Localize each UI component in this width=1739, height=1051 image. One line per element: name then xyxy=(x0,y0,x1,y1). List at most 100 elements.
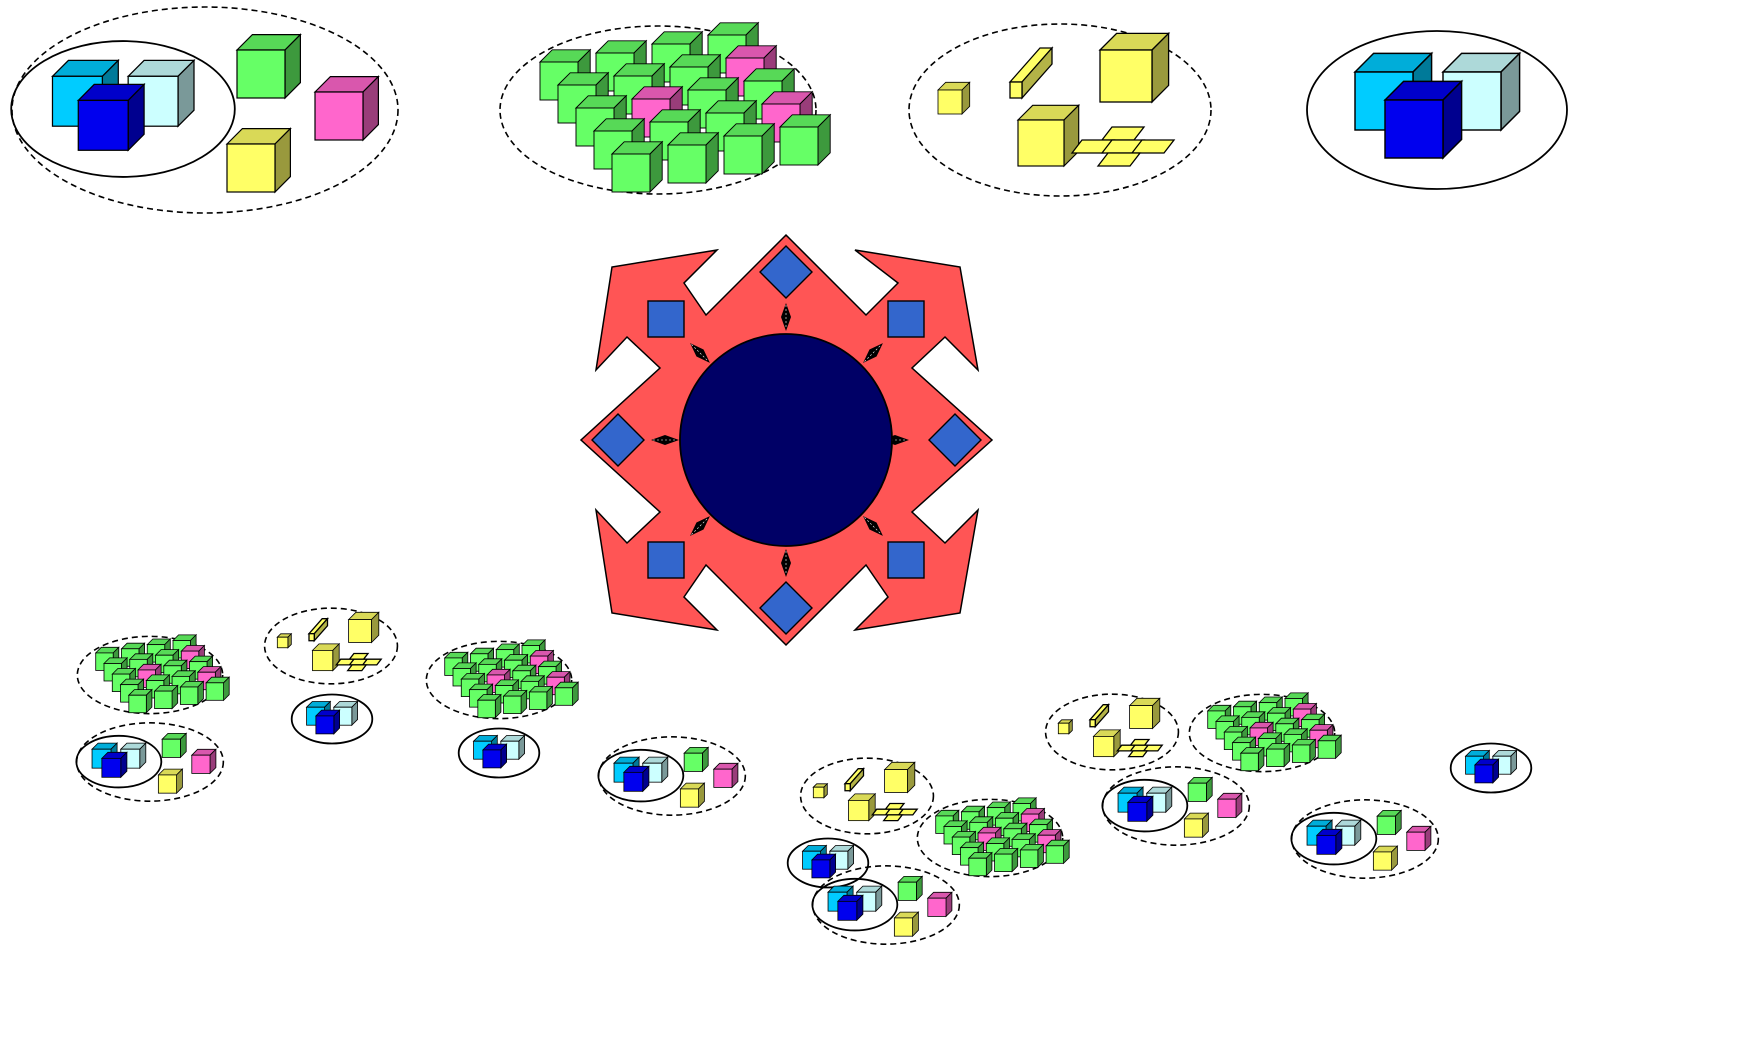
small-yellow-cube xyxy=(938,82,970,114)
tall-yellow-box xyxy=(1100,33,1169,102)
green-cube xyxy=(1267,744,1290,767)
cube-front-face xyxy=(316,716,334,734)
cube-front-face xyxy=(313,650,333,670)
green-cube xyxy=(504,691,527,714)
cube-front-face xyxy=(1046,846,1063,863)
flat-panel xyxy=(1129,751,1148,757)
blue-cube xyxy=(624,766,649,791)
yellow-cube xyxy=(1018,105,1079,166)
bar-front xyxy=(309,634,314,641)
cube-front-face xyxy=(812,860,830,878)
pink-cube xyxy=(315,77,378,140)
cube-front-face xyxy=(1317,835,1336,854)
cube-front-face xyxy=(898,882,916,900)
cube-front-face xyxy=(158,775,176,793)
cube-front-face xyxy=(227,144,275,192)
small-yellow-cube xyxy=(813,784,827,798)
cube-front-face xyxy=(780,127,818,165)
green-grid-cluster xyxy=(1189,693,1341,772)
yellow-shapes-cluster xyxy=(265,608,398,684)
flat-cross xyxy=(872,804,917,821)
cube-front-face xyxy=(684,753,702,771)
pink-cube xyxy=(1407,826,1431,850)
cube-front-face xyxy=(612,154,650,192)
tall-yellow-box xyxy=(349,612,379,642)
cube-front-face xyxy=(1094,736,1114,756)
green-cube xyxy=(724,124,774,174)
flat-cross xyxy=(1117,740,1162,757)
flat-cross xyxy=(1072,127,1174,166)
green-cube xyxy=(1318,735,1341,758)
cube-front-face xyxy=(555,688,572,705)
yellow-cube xyxy=(894,912,918,936)
green-cube xyxy=(237,35,300,98)
flat-panel xyxy=(886,804,905,810)
cube-front-face xyxy=(969,858,986,875)
small-yellow-cube xyxy=(1058,720,1072,734)
yellow-shapes-cluster xyxy=(801,758,934,834)
blue-trio-cluster xyxy=(11,41,235,177)
cube-front-face xyxy=(529,692,546,709)
blue-cube xyxy=(316,710,340,734)
cube-front-face xyxy=(315,92,363,140)
cube-front-face xyxy=(155,691,172,708)
cube-front-face xyxy=(1377,816,1395,834)
flat-panel xyxy=(1102,127,1144,140)
cube-front-face xyxy=(838,901,857,920)
green-cube xyxy=(668,133,718,183)
central-hub xyxy=(581,235,992,645)
cube-front-face xyxy=(483,750,501,768)
pink-cube xyxy=(928,892,952,916)
pink-cube xyxy=(192,749,216,773)
green-cube xyxy=(898,876,922,900)
blue-trio-cluster xyxy=(1307,31,1567,189)
yellow-bar xyxy=(1090,705,1109,727)
tall-yellow-box xyxy=(885,762,915,792)
green-cube xyxy=(478,695,501,718)
flat-panel xyxy=(884,815,903,821)
cube-front-face xyxy=(1292,745,1309,762)
mixed-cluster xyxy=(812,866,959,944)
cube-front-face xyxy=(1128,802,1147,821)
green-grid-cluster xyxy=(917,798,1069,877)
mixed-cluster xyxy=(1102,767,1249,845)
blue-trio-cluster xyxy=(1451,744,1532,793)
cube-front-face xyxy=(180,687,197,704)
cube-front-face xyxy=(680,789,698,807)
tall-yellow-box xyxy=(1130,698,1160,728)
cube-front-face xyxy=(668,145,706,183)
cube-front-face xyxy=(1318,741,1335,758)
yellow-shapes-cluster xyxy=(1046,694,1179,770)
mixed-cluster xyxy=(598,737,745,815)
blue-cube xyxy=(1317,829,1342,854)
blue-cube xyxy=(102,752,127,777)
flat-panel xyxy=(350,654,369,660)
green-cube xyxy=(780,115,830,165)
blue-cube xyxy=(78,84,144,150)
mixed-cluster xyxy=(1291,800,1438,878)
yellow-bar xyxy=(309,619,328,641)
green-cube xyxy=(1241,748,1264,771)
small-yellow-cube xyxy=(277,634,291,648)
cube-front-face xyxy=(1385,100,1443,158)
pink-cube xyxy=(714,763,738,787)
bar-front xyxy=(1090,720,1095,727)
yellow-cube xyxy=(158,769,182,793)
green-cube xyxy=(129,690,152,713)
green-cube xyxy=(969,853,992,876)
green-cube xyxy=(1046,840,1069,863)
blue-trio-cluster xyxy=(76,736,161,788)
green-cube xyxy=(529,686,552,709)
cube-front-face xyxy=(1407,832,1425,850)
cube-front-face xyxy=(1475,765,1493,783)
green-cube xyxy=(206,677,229,700)
blue-trio-cluster xyxy=(292,695,373,744)
green-grid-cluster xyxy=(500,23,830,194)
cube-front-face xyxy=(237,50,285,98)
green-cube xyxy=(162,733,186,757)
hub-square-node xyxy=(648,542,684,578)
cube-front-face xyxy=(885,770,908,793)
blue-trio-cluster xyxy=(598,750,683,802)
blue-trio-cluster xyxy=(812,879,897,931)
green-cube xyxy=(155,686,178,709)
